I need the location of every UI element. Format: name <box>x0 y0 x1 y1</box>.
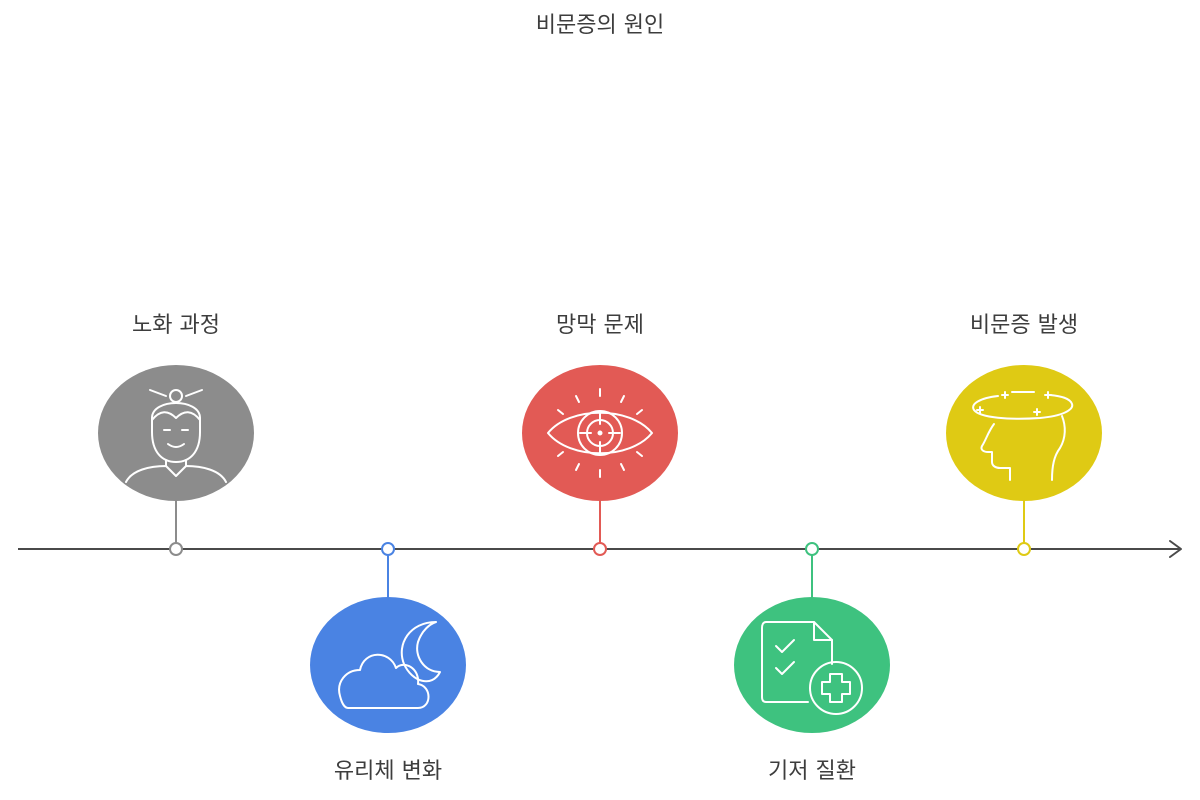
stage-circle <box>310 597 466 733</box>
stage-circle <box>946 365 1102 501</box>
eye-target-icon <box>547 388 653 478</box>
elderly-person-icon <box>125 389 227 483</box>
medical-checklist-icon <box>761 621 863 715</box>
axis-arrow-icon <box>1169 540 1182 558</box>
stage-label-vitreous: 유리체 변화 <box>333 759 443 784</box>
stage-label-aging: 노화 과정 <box>132 313 220 338</box>
moon-cloud-icon <box>338 621 441 709</box>
stage-marker <box>805 542 819 556</box>
stage-marker <box>593 542 607 556</box>
stage-marker <box>169 542 183 556</box>
stage-floaters <box>946 365 1102 556</box>
stage-label-underlying-disease: 기저 질환 <box>768 759 856 784</box>
stage-aging <box>98 365 254 556</box>
stage-label-floaters: 비문증 발생 <box>969 313 1079 338</box>
dizzy-head-icon <box>972 391 1074 481</box>
stage-retina <box>522 365 678 556</box>
stage-circle <box>98 365 254 501</box>
stage-marker <box>1017 542 1031 556</box>
stage-marker <box>381 542 395 556</box>
page-title: 비문증의 원인 <box>535 13 665 38</box>
stage-vitreous <box>310 542 466 733</box>
stage-underlying-disease <box>734 542 890 733</box>
stage-label-retina: 망막 문제 <box>556 313 644 338</box>
stage-circle <box>734 597 890 733</box>
